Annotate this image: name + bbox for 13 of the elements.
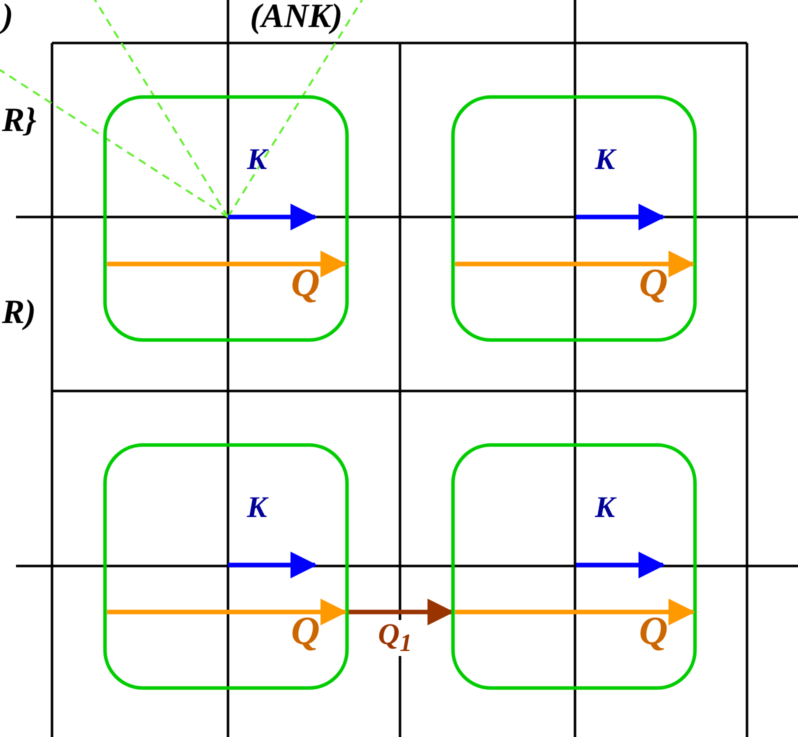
vector-label: Q [291,263,320,303]
vector-label: K [247,145,268,175]
text-label: (ANK) [250,0,343,34]
text-label: R} [2,104,37,138]
vector-label: K [595,493,616,523]
arrow [347,598,454,626]
text-label: R) [2,296,36,330]
vector-label: Q [639,263,668,303]
edge-label: Q$_{1}$ [378,620,412,656]
vector-label: Q [639,611,668,651]
vector-label: Q [291,611,320,651]
vector-label: K [247,493,268,523]
vector-label: K [595,145,616,175]
